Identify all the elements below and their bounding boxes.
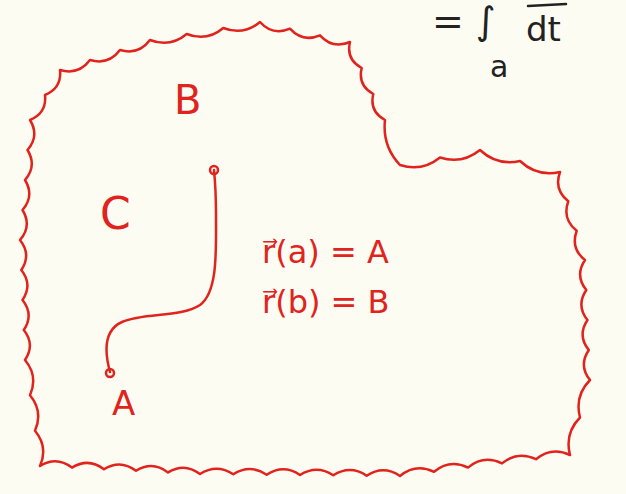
- differential: dt: [526, 12, 561, 46]
- parametrization-end: r⃗(b) = B: [262, 286, 390, 318]
- fraction-bar: [528, 4, 566, 6]
- lower-limit: a: [490, 52, 508, 82]
- region-outline: [20, 22, 590, 476]
- point-b: [210, 166, 218, 174]
- point-a: [106, 369, 114, 377]
- point-label: B: [174, 80, 201, 120]
- parametrization-start: r⃗(a) = A: [262, 236, 389, 268]
- curve-label: C: [100, 192, 131, 236]
- point-label: A: [112, 386, 135, 420]
- equation-fragment: = ∫: [432, 2, 496, 40]
